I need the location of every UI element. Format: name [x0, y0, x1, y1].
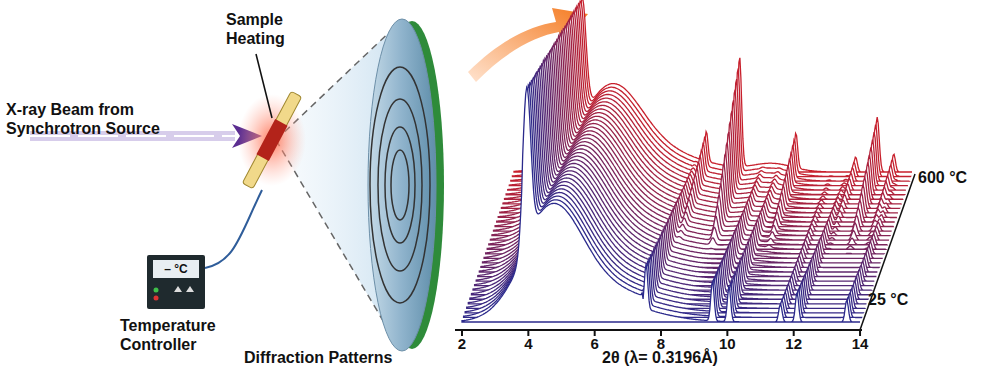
- cable: [205, 190, 262, 268]
- diffraction-trace: [462, 87, 860, 322]
- part-label: X-ray Beam from Synchrotron Source: [6, 100, 176, 138]
- tick-label: 8: [657, 334, 665, 353]
- part-label: Diffraction Patterns: [244, 348, 392, 367]
- x-axis: [455, 329, 862, 331]
- tick-label: 14: [852, 334, 869, 353]
- tick-label: 10: [719, 334, 736, 353]
- diffraction-traces: [462, 0, 912, 322]
- temperature-label: 25 °C: [868, 290, 908, 309]
- detector: [368, 19, 436, 351]
- tick-label: 12: [785, 334, 802, 353]
- temperature-label: 600 °C: [918, 168, 967, 187]
- capillary: [241, 91, 302, 189]
- depth-axis: [860, 174, 915, 330]
- temperature-controller: [147, 255, 205, 309]
- display-text: – °C: [161, 262, 190, 276]
- tick-label: 4: [524, 334, 532, 353]
- part-label: Sample Heating: [226, 10, 296, 48]
- part-label: Temperature Controller: [120, 316, 230, 354]
- tick-label: 6: [591, 334, 599, 353]
- tick-label: 2: [458, 334, 466, 353]
- leader-line: [256, 54, 272, 118]
